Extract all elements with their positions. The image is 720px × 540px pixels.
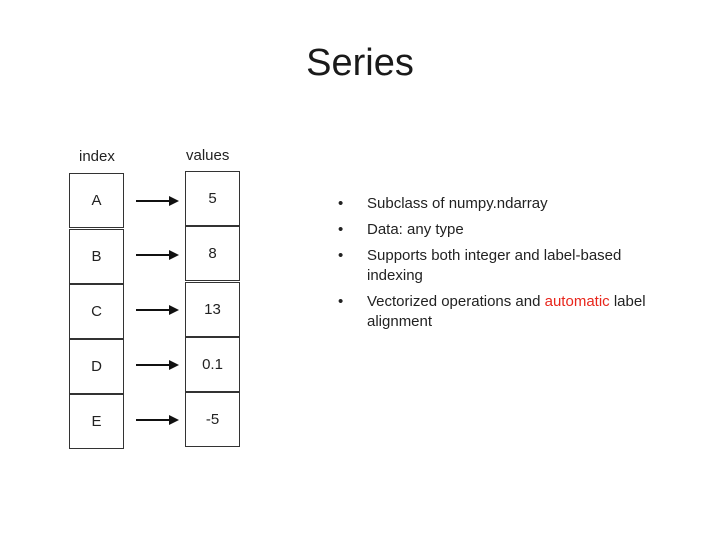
bullet-item: • Supports both integer and label-based i… (338, 246, 648, 286)
value-label: 8 (208, 245, 217, 262)
arrow-icon (136, 360, 179, 370)
arrow-icon (136, 196, 179, 206)
value-box: 8 (185, 226, 240, 281)
arrow-icon (136, 250, 179, 260)
index-column-header: index (79, 148, 115, 165)
bullet-text: Supports both integer and label-based in… (367, 247, 622, 284)
value-label: 5 (208, 190, 217, 207)
index-box: B (69, 229, 124, 284)
slide-title: Series (306, 42, 414, 84)
index-box: C (69, 284, 124, 339)
bullet-dot-icon: • (338, 221, 344, 238)
index-label: C (91, 303, 102, 320)
bullet-highlight-text: automatic (544, 293, 610, 310)
bullet-list: • Subclass of numpy.ndarray • Data: any ty… (338, 194, 648, 338)
arrow-icon (136, 415, 179, 425)
bullet-item: • Vectorized operations and automatic lab… (338, 292, 648, 332)
bullet-item: • Subclass of numpy.ndarray (338, 194, 648, 214)
index-label: B (91, 248, 102, 265)
index-label: D (91, 358, 102, 375)
value-box: 0.1 (185, 337, 240, 392)
index-box: A (69, 173, 124, 228)
bullet-dot-icon: • (338, 293, 344, 310)
bullet-text: Data: any type (367, 221, 464, 238)
value-box: 5 (185, 171, 240, 226)
bullet-item: • Data: any type (338, 220, 648, 240)
value-label: 13 (204, 301, 221, 318)
bullet-text: Subclass of numpy.ndarray (367, 195, 548, 212)
bullet-text-after: label alignment (367, 293, 646, 330)
index-box: D (69, 339, 124, 394)
index-label: A (91, 192, 102, 209)
value-label: 0.1 (202, 356, 223, 373)
value-label: -5 (205, 411, 220, 428)
bullet-text-before: Vectorized operations and (367, 293, 545, 310)
bullet-dot-icon: • (338, 195, 344, 212)
arrow-icon (136, 305, 179, 315)
value-box: -5 (185, 392, 240, 447)
values-column-header: values (186, 147, 230, 164)
index-box: E (69, 394, 124, 449)
bullet-dot-icon: • (338, 247, 344, 264)
index-label: E (91, 413, 102, 430)
value-box: 13 (185, 282, 240, 337)
